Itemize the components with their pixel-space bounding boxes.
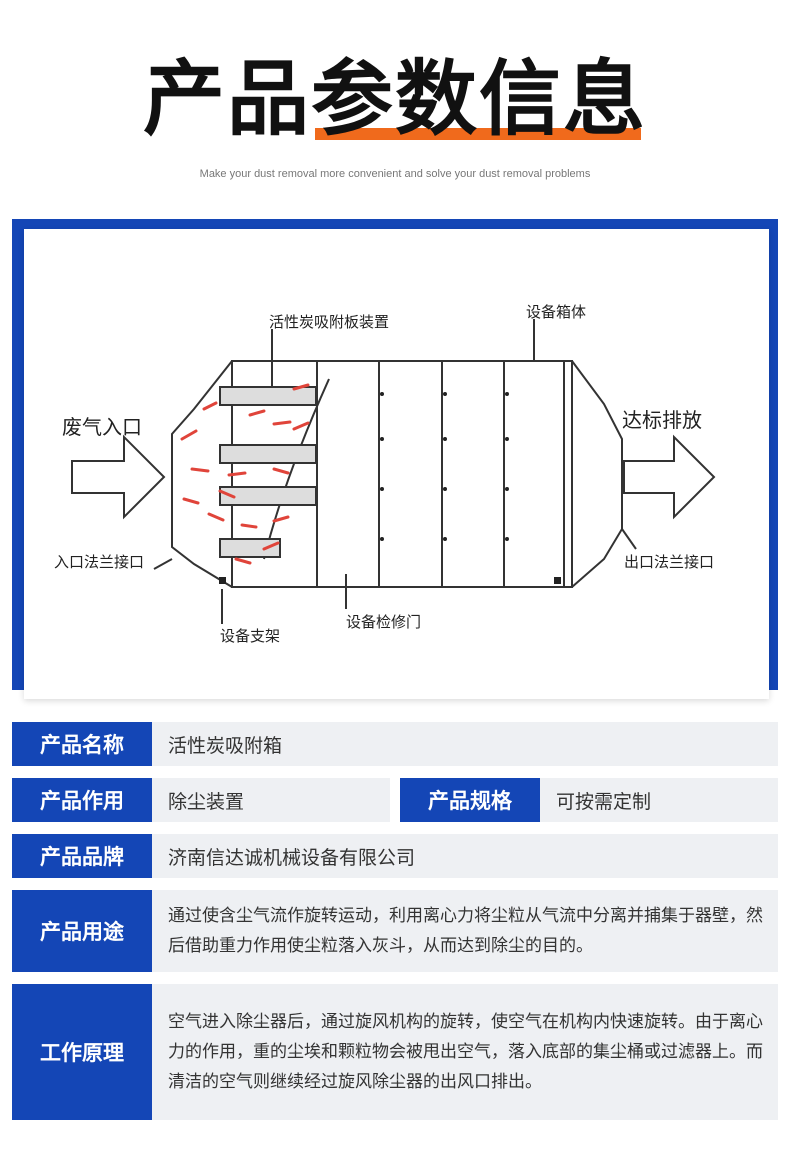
adsorption-tray bbox=[219, 538, 281, 558]
leader-line bbox=[621, 528, 637, 550]
spec-label: 产品名称 bbox=[12, 722, 152, 766]
label-door: 设备检修门 bbox=[346, 613, 421, 631]
inlet-taper bbox=[171, 360, 233, 588]
outlet-taper bbox=[571, 360, 623, 588]
spec-value: 除尘装置 bbox=[168, 790, 245, 813]
spec-label: 产品作用 bbox=[12, 778, 152, 822]
outlet-arrow bbox=[623, 434, 716, 520]
spec-row-brand: 产品品牌 济南信达诚机械设备有限公司 bbox=[12, 834, 778, 878]
label-housing: 设备箱体 bbox=[526, 303, 586, 321]
spec-row-spec: 产品规格 可按需定制 bbox=[400, 778, 778, 822]
spec-label: 产品品牌 bbox=[12, 834, 152, 878]
spec-value: 活性炭吸附箱 bbox=[168, 734, 283, 757]
diagram-panel: 活性炭吸附板装置 设备箱体 废气入口 达标排放 入口法兰接口 出口法兰接口 设备… bbox=[24, 229, 769, 699]
label-gas-inlet: 废气入口 bbox=[62, 415, 142, 439]
leader-line bbox=[153, 558, 173, 570]
spec-row-principle: 工作原理 空气进入除尘器后，通过旋风机构的旋转，使空气在机构内快速旋转。由于离心… bbox=[12, 984, 778, 1120]
spec-value: 通过使含尘气流作旋转运动，利用离心力将尘粒从气流中分离并捕集于器壁，然后借助重力… bbox=[168, 906, 763, 956]
spec-row-usage: 产品用途 通过使含尘气流作旋转运动，利用离心力将尘粒从气流中分离并捕集于器壁，然… bbox=[12, 890, 778, 972]
adsorption-tray bbox=[219, 486, 317, 506]
page-subtitle: Make your dust removal more convenient a… bbox=[199, 168, 591, 180]
label-inlet-flange: 入口法兰接口 bbox=[54, 553, 144, 571]
title-part2-highlight: 参数信息 bbox=[311, 52, 648, 147]
page-header: 产品参数信息 bbox=[0, 52, 790, 148]
label-support: 设备支架 bbox=[220, 627, 280, 645]
label-discharge: 达标排放 bbox=[622, 408, 702, 432]
label-outlet-flange: 出口法兰接口 bbox=[624, 553, 714, 571]
title-part1: 产品 bbox=[142, 52, 311, 147]
spec-value: 空气进入除尘器后，通过旋风机构的旋转，使空气在机构内快速旋转。由于离心力的作用，… bbox=[168, 1012, 763, 1092]
diagram-frame: 活性炭吸附板装置 设备箱体 废气入口 达标排放 入口法兰接口 出口法兰接口 设备… bbox=[12, 219, 778, 699]
adsorption-tray bbox=[219, 444, 317, 464]
page-title: 产品参数信息 bbox=[143, 52, 647, 148]
adsorption-tray bbox=[219, 386, 317, 406]
inlet-arrow bbox=[71, 434, 166, 520]
spec-value: 可按需定制 bbox=[556, 790, 652, 813]
spec-row-name: 产品名称 活性炭吸附箱 bbox=[12, 722, 778, 766]
equipment-diagram: 活性炭吸附板装置 设备箱体 废气入口 达标排放 入口法兰接口 出口法兰接口 设备… bbox=[54, 303, 716, 645]
spec-label: 产品用途 bbox=[12, 890, 152, 972]
spec-label: 工作原理 bbox=[12, 984, 152, 1120]
spec-label: 产品规格 bbox=[400, 778, 540, 822]
spec-row-function: 产品作用 除尘装置 bbox=[12, 778, 390, 822]
label-adsorption-plate: 活性炭吸附板装置 bbox=[269, 313, 389, 331]
spec-value: 济南信达诚机械设备有限公司 bbox=[168, 846, 416, 869]
